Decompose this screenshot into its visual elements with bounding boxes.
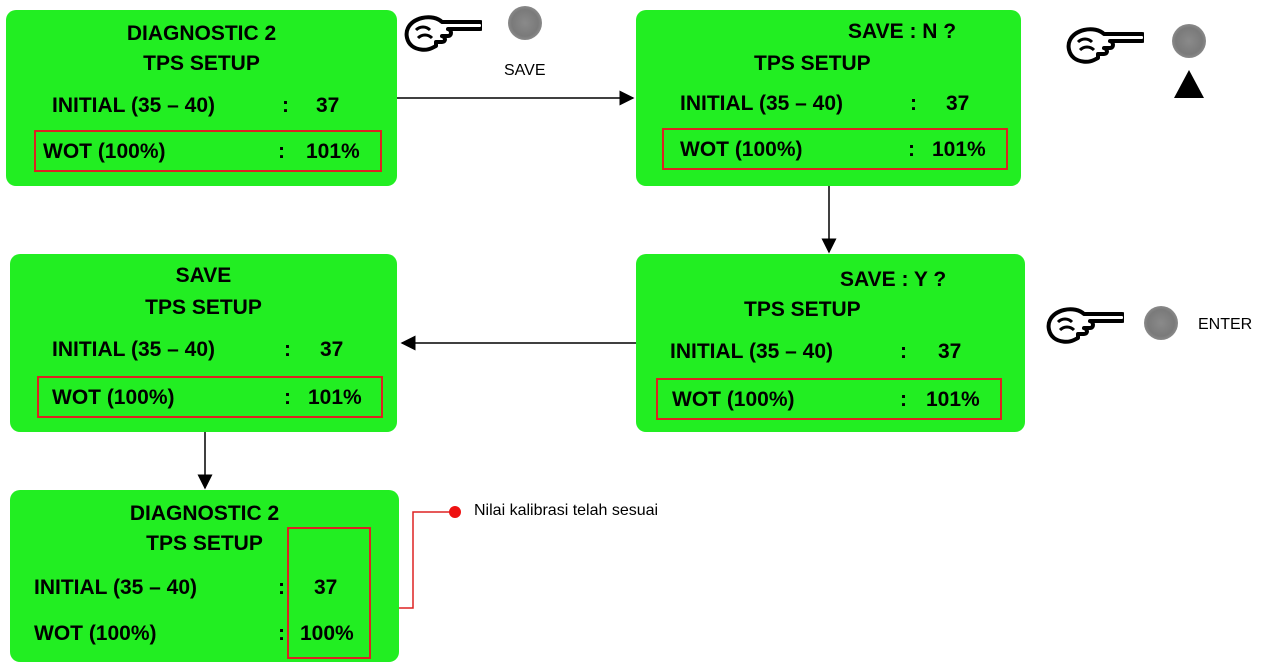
panel-title: SAVE [175,264,232,287]
value-highlight [287,527,371,659]
wot-value: 101% [308,386,362,409]
note-bullet [449,506,461,518]
panel-subtitle: TPS SETUP [145,296,262,319]
initial-separator: : [900,340,907,363]
initial-value: 37 [946,92,970,115]
save-prompt: SAVE : N ? [848,20,957,43]
panel-title: DIAGNOSTIC 2 [129,502,280,525]
initial-value: 37 [320,338,344,361]
initial-value: 37 [316,94,340,117]
wot-label: WOT (100%) [43,140,166,163]
save-prompt: SAVE : Y ? [840,268,947,291]
wot-highlight [34,130,382,172]
pointing-hand-icon [1046,307,1124,344]
up-button-icon[interactable] [1172,24,1206,58]
wot-label: WOT (100%) [672,388,795,411]
save-caption: SAVE [504,62,546,79]
up-triangle-icon [1174,70,1204,98]
lcd-panel-save: SAVE TPS SETUP INITIAL (35 – 40) : 37 WO… [10,254,397,432]
initial-label: INITIAL (35 – 40) [52,94,215,117]
pointing-hand-icon [1066,27,1144,64]
initial-label: INITIAL (35 – 40) [52,338,215,361]
wot-highlight [37,376,383,418]
initial-label: INITIAL (35 – 40) [680,92,843,115]
panel-subtitle: TPS SETUP [146,532,263,555]
wot-separator: : [908,138,915,161]
enter-caption: ENTER [1198,316,1253,333]
panel-title: DIAGNOSTIC 2 [126,22,277,45]
initial-value: 37 [938,340,962,363]
wot-highlight [656,378,1002,420]
initial-separator: : [284,338,291,361]
initial-separator: : [282,94,289,117]
panel-subtitle: TPS SETUP [754,52,871,75]
wot-value: 100% [300,622,354,645]
wot-value: 101% [932,138,986,161]
wot-separator: : [278,622,285,645]
save-button-icon[interactable] [508,6,542,40]
wot-value: 101% [926,388,980,411]
lcd-panel-diagnostic: DIAGNOSTIC 2 TPS SETUP INITIAL (35 – 40)… [6,10,397,186]
wot-label: WOT (100%) [52,386,175,409]
panel-subtitle: TPS SETUP [744,298,861,321]
wot-separator: : [900,388,907,411]
initial-value: 37 [314,576,338,599]
initial-separator: : [910,92,917,115]
initial-label: INITIAL (35 – 40) [34,576,197,599]
wot-highlight [662,128,1008,170]
wot-value: 101% [306,140,360,163]
initial-label: INITIAL (35 – 40) [670,340,833,363]
initial-separator: : [278,576,285,599]
wot-label: WOT (100%) [34,622,157,645]
pointing-hand-icon [404,15,482,52]
panel-subtitle: TPS SETUP [143,52,260,75]
lcd-panel-save-n: SAVE : N ? TPS SETUP INITIAL (35 – 40) :… [636,10,1021,186]
enter-button-icon[interactable] [1144,306,1178,340]
lcd-panel-save-y: SAVE : Y ? TPS SETUP INITIAL (35 – 40) :… [636,254,1025,432]
wot-label: WOT (100%) [680,138,803,161]
wot-separator: : [278,140,285,163]
lcd-panel-result: DIAGNOSTIC 2 TPS SETUP INITIAL (35 – 40)… [10,490,399,662]
wot-separator: : [284,386,291,409]
calibration-note: Nilai kalibrasi telah sesuai [474,502,659,519]
